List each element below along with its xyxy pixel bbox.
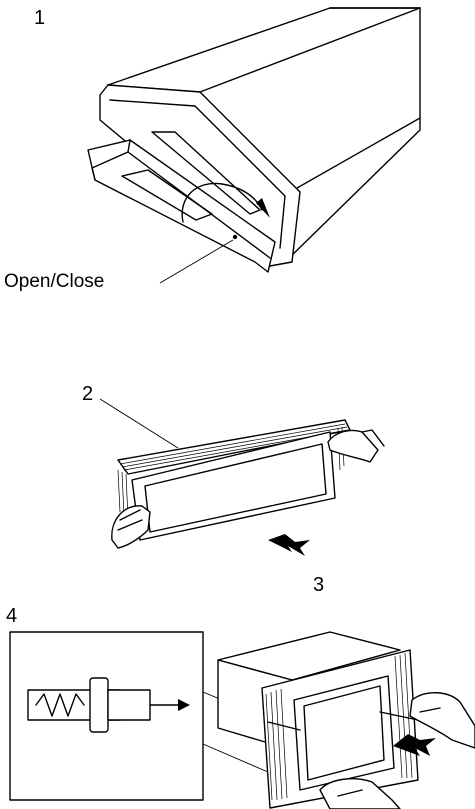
step4-number: 4: [6, 605, 17, 627]
release-key-detail: [27, 677, 190, 733]
step1-number: 1: [34, 7, 45, 29]
step2-number: 2: [82, 383, 93, 405]
right-key: [379, 711, 419, 721]
step2-illustration: 2 3: [82, 383, 385, 596]
step1-illustration: 1 Open/Close: [4, 7, 421, 292]
left-key: [267, 721, 301, 731]
pull-out-arrow-icon: [393, 734, 436, 756]
open-close-button: [232, 234, 238, 240]
faceplate-slot: [121, 169, 213, 221]
mounting-sleeve: [293, 675, 395, 791]
disc-slot: [151, 131, 261, 215]
upper-right-hand: [409, 692, 475, 749]
open-close-leader: [159, 239, 234, 284]
rotate-arrow-icon: [181, 182, 263, 223]
left-hand: [111, 505, 151, 549]
step3-number: 3: [313, 574, 324, 596]
step2-leader: [99, 398, 179, 449]
pull-arrow-icon: [268, 534, 310, 556]
lower-hand: [319, 778, 401, 809]
open-close-label: Open/Close: [4, 271, 104, 292]
spring-icon: [35, 693, 85, 717]
insert-arrow-icon: [178, 699, 190, 711]
right-hand: [327, 429, 379, 463]
step4-illustration: 4: [6, 605, 475, 809]
